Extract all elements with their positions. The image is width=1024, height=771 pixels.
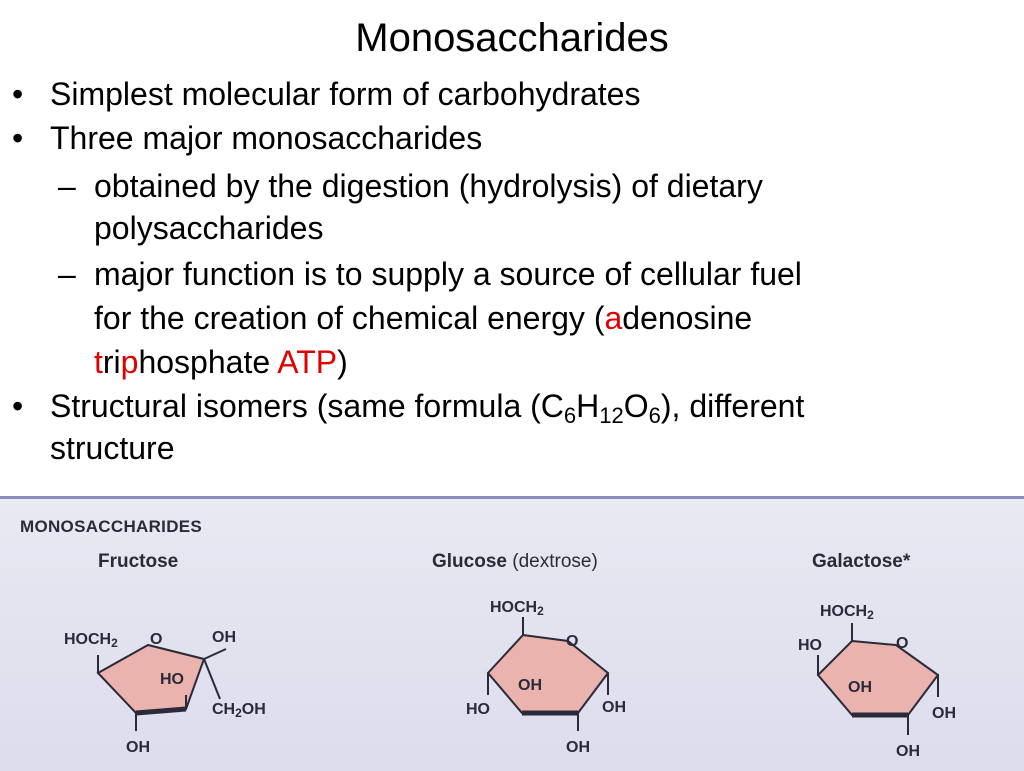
dash-mark: –: [58, 168, 76, 204]
fructose-label: Fructose: [98, 551, 179, 572]
bullet-text: Structural isomers (same formula (C6H12O…: [50, 388, 805, 428]
sub-bullet-text: major function is to supply a source of …: [94, 256, 802, 292]
glucose-oh-mid: OH: [518, 677, 542, 694]
fructose-ring-oxygen: O: [150, 631, 163, 648]
galactose-oh-bottom: OH: [896, 743, 920, 760]
sub-bullet-text: obtained by the digestion (hydrolysis) o…: [94, 168, 763, 204]
galactose-hoch2: HOCH2: [820, 603, 874, 622]
glucose-ring: [486, 617, 610, 731]
bullet-text: Simplest molecular form of carbohydrates: [50, 76, 641, 112]
glucose-ring-oxygen: O: [566, 633, 579, 650]
galactose-ring-oxygen: O: [896, 635, 909, 652]
galactose-oh-right: OH: [932, 705, 956, 722]
fructose-ch2oh: CH2OH: [212, 701, 266, 720]
galactose-oh-mid: OH: [848, 679, 872, 696]
fructose-ring: [96, 643, 227, 731]
bullet-mark: •: [12, 388, 24, 424]
glucose-hoch2: HOCH2: [490, 599, 544, 618]
figure-heading: MONOSACCHARIDES: [20, 517, 203, 536]
glucose-oh-bottom: OH: [566, 739, 590, 756]
sub-bullet-text: triphosphate ATP): [94, 344, 348, 380]
fructose-hoch2: HOCH2: [64, 631, 118, 650]
sub-bullet-text: for the creation of chemical energy (ade…: [94, 300, 753, 336]
glucose-oh-right: OH: [602, 699, 626, 716]
glucose-label: Glucose (dextrose): [432, 551, 598, 572]
galactose-ring: [816, 623, 940, 735]
bullet-text: structure: [50, 430, 175, 466]
galactose-label: Galactose*: [812, 551, 911, 572]
glucose-ho: HO: [466, 701, 490, 718]
bullet-text: Three major monosaccharides: [50, 120, 483, 156]
fructose-oh-bottom: OH: [126, 739, 150, 756]
fructose-ho: HO: [160, 671, 184, 688]
fructose-oh-top: OH: [212, 629, 236, 646]
bullet-mark: •: [12, 120, 24, 156]
monosaccharides-figure: MONOSACCHARIDES Fructose HOCH2 O OH HO C…: [0, 496, 1024, 771]
galactose-ho-top: HO: [798, 637, 822, 654]
sub-bullet-text: polysaccharides: [94, 210, 324, 246]
bullet-mark: •: [12, 76, 24, 112]
slide-title: Monosaccharides: [355, 16, 669, 60]
dash-mark: –: [58, 256, 76, 292]
